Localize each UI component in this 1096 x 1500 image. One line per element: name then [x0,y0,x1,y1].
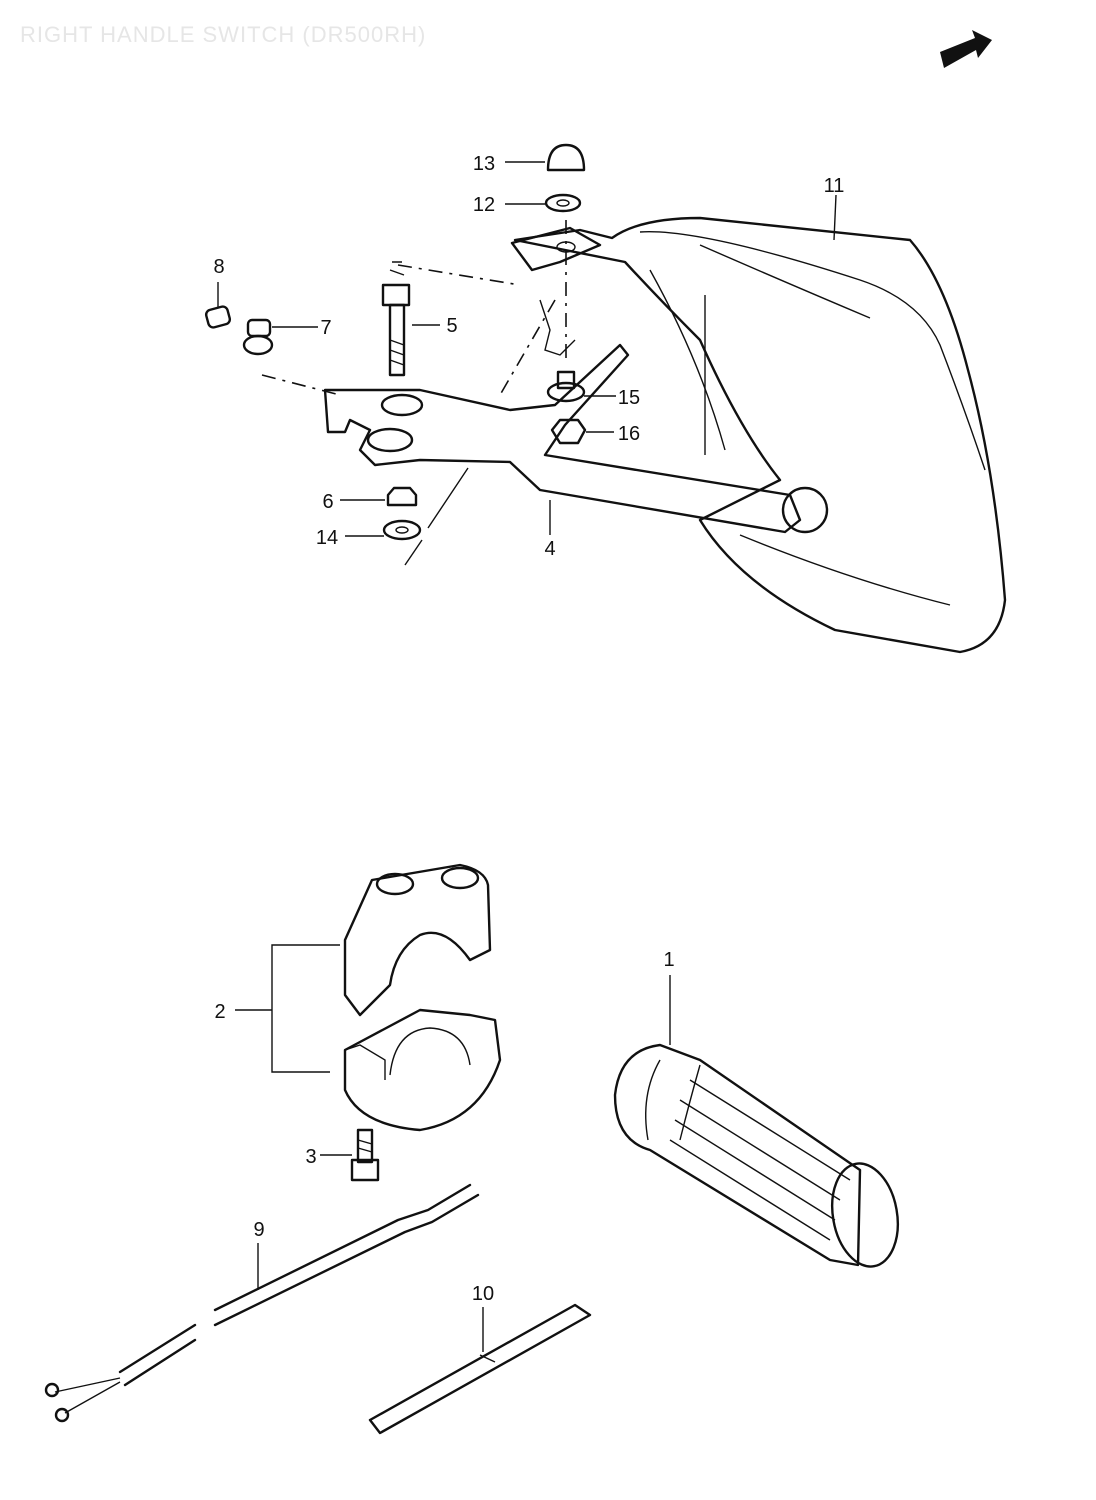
part-2-bracket [235,944,340,1073]
washer-14-drawing [382,519,422,541]
part-labels: 1 2 3 4 5 6 7 8 9 10 11 12 13 14 15 16 [213,153,844,1305]
front-direction-arrow-icon [940,30,992,68]
part-number-label: 1 [663,949,674,971]
bracket-arm-drawing [323,299,829,534]
cap-8-drawing [204,305,232,329]
part-number-label: 16 [618,423,640,445]
diagram-title: RIGHT HANDLE SWITCH (DR500RH) [20,22,427,47]
nut-6-drawing [386,486,418,507]
acorn-nut-13-drawing [546,143,586,172]
screw-3-drawing [350,1128,380,1182]
part-number-label: 2 [214,1001,225,1023]
switch-housing-drawing [343,863,502,1132]
part-number-label: 10 [472,1283,494,1305]
washer-12-drawing [544,193,582,213]
leader-lines [217,161,837,1352]
cable-strap-drawing [368,1303,592,1435]
part-number-label: 12 [473,194,495,216]
throttle-grip-drawing [613,1043,899,1268]
part-number-label: 5 [446,315,457,337]
stud-bolt-5-drawing [381,261,411,377]
part-number-label: 15 [618,387,640,409]
wire-harness-drawing [44,1183,480,1423]
screw-7-drawing [242,318,274,356]
hand-guard-drawing [510,216,1007,654]
part-number-label: 9 [253,1219,264,1241]
part-number-label: 3 [305,1146,316,1168]
part-number-label: 6 [322,491,333,513]
nut-16-drawing [550,418,587,445]
washer-15-drawing [546,370,586,403]
part-number-label: 14 [316,527,338,549]
assembly-guide-lines [261,220,567,566]
part-number-label: 13 [473,153,495,175]
part-number-label: 4 [544,538,555,560]
part-number-label: 7 [320,317,331,339]
part-number-label: 8 [213,256,224,278]
part-number-label: 11 [824,175,845,197]
